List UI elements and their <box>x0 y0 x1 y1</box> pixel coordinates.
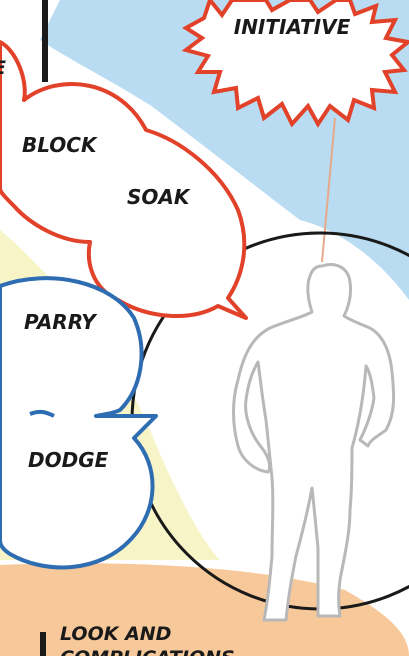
look-and-label: LOOK AND <box>60 623 171 645</box>
dodge-label: DODGE <box>28 448 109 472</box>
parry-label: PARRY <box>24 310 98 334</box>
standing-hero-silhouette-icon <box>234 265 394 620</box>
partial-left-label: E <box>0 57 6 79</box>
top-vertical-bar <box>42 0 48 82</box>
bottom-vertical-bar <box>40 632 46 656</box>
complications-label: COMPLICATIONS <box>60 647 235 656</box>
block-label: BLOCK <box>22 133 98 157</box>
soak-label: SOAK <box>127 185 191 209</box>
initiative-label: INITIATIVE <box>234 15 351 39</box>
